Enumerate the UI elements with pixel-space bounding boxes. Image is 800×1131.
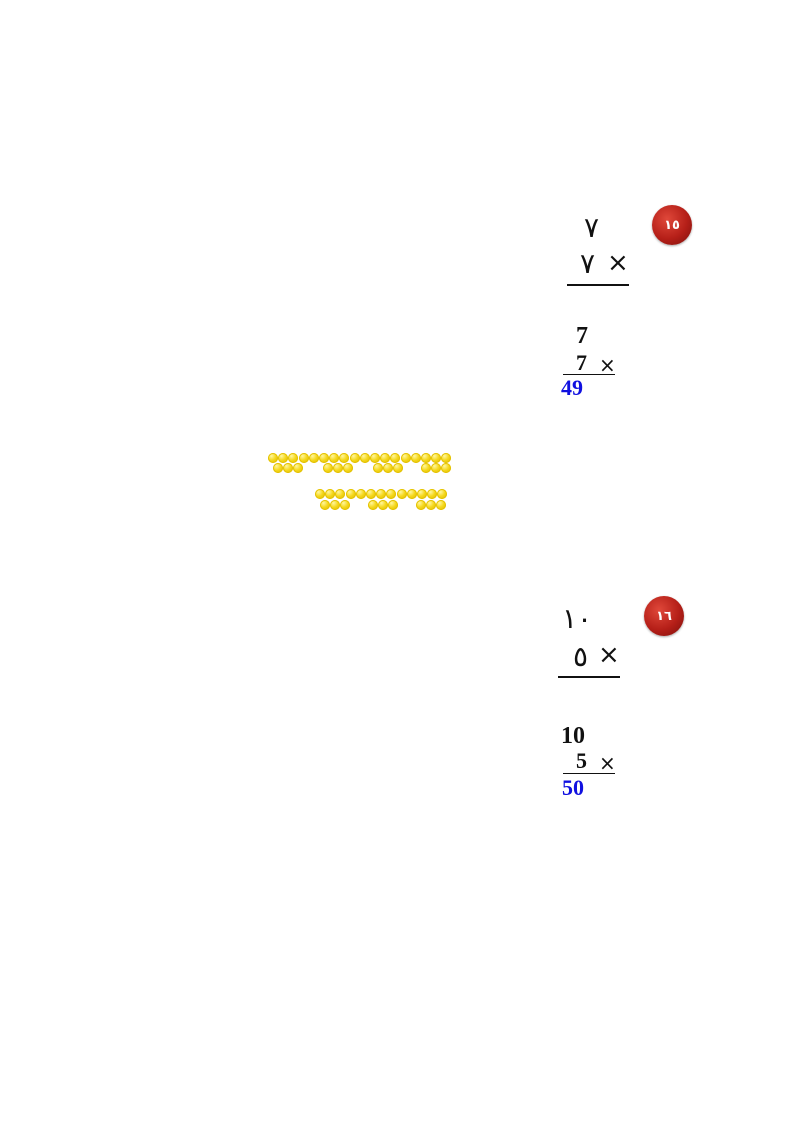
bead [278,453,289,463]
bead [421,463,431,473]
bead [378,500,389,510]
problem-number: ١٦ [656,608,672,624]
answer-line [567,284,629,286]
bead [359,453,370,463]
bead [320,500,330,510]
bead [339,453,350,463]
latin-top-operand: 7 [576,323,588,349]
answer-line [563,374,615,375]
bead [373,463,383,473]
bead [436,500,447,510]
bead [441,463,452,473]
problem-number-badge: ١٥ [652,205,692,245]
bead [329,453,340,463]
bead [406,489,417,499]
bead [343,463,354,473]
bead [416,500,426,510]
bead-strings-decoration [266,453,456,515]
multiply-sign: × [607,248,629,278]
bead [441,453,452,463]
bead [396,489,407,499]
bead [293,463,304,473]
bead [323,463,333,473]
bead [393,463,404,473]
bead [288,453,299,463]
answer-result: 49 [561,375,583,400]
bead [437,489,448,499]
arabic-top-operand: ١٠ [562,602,593,635]
bead [330,500,341,510]
multiply-sign: × [599,751,616,775]
bead [383,463,394,473]
bead [386,489,397,499]
bead [349,453,360,463]
bead [368,500,378,510]
latin-bottom-operand: 5 [576,748,587,773]
bead [417,489,427,499]
bead [308,453,319,463]
bead [333,463,344,473]
bead [427,489,438,499]
arabic-bottom-operand: ٧ [580,247,596,280]
problem-number-badge: ١٦ [644,596,684,636]
bead [340,500,351,510]
arabic-top-operand: ٧ [584,211,600,244]
bead [390,453,401,463]
answer-line [563,773,615,774]
bead [400,453,411,463]
multiply-sign: × [599,353,616,377]
bead [421,453,431,463]
answer-line [558,676,620,678]
bead [355,489,366,499]
bead [388,500,399,510]
problem-number: ١٥ [664,217,680,233]
bead [366,489,376,499]
bead [298,453,309,463]
bead [283,463,294,473]
bead [376,489,387,499]
multiply-sign: × [598,640,620,670]
bead [319,453,329,463]
latin-bottom-operand: 7 [576,350,587,375]
bead [380,453,391,463]
bead [426,500,437,510]
bead [268,453,278,463]
bead [345,489,356,499]
bead [410,453,421,463]
answer-result: 50 [562,775,584,800]
bead [315,489,325,499]
bead [431,463,442,473]
bead [431,453,442,463]
bead [273,463,283,473]
latin-top-operand: 10 [561,723,585,749]
bead [370,453,380,463]
arabic-bottom-operand: ٥ [573,640,589,673]
bead [325,489,336,499]
bead [335,489,346,499]
